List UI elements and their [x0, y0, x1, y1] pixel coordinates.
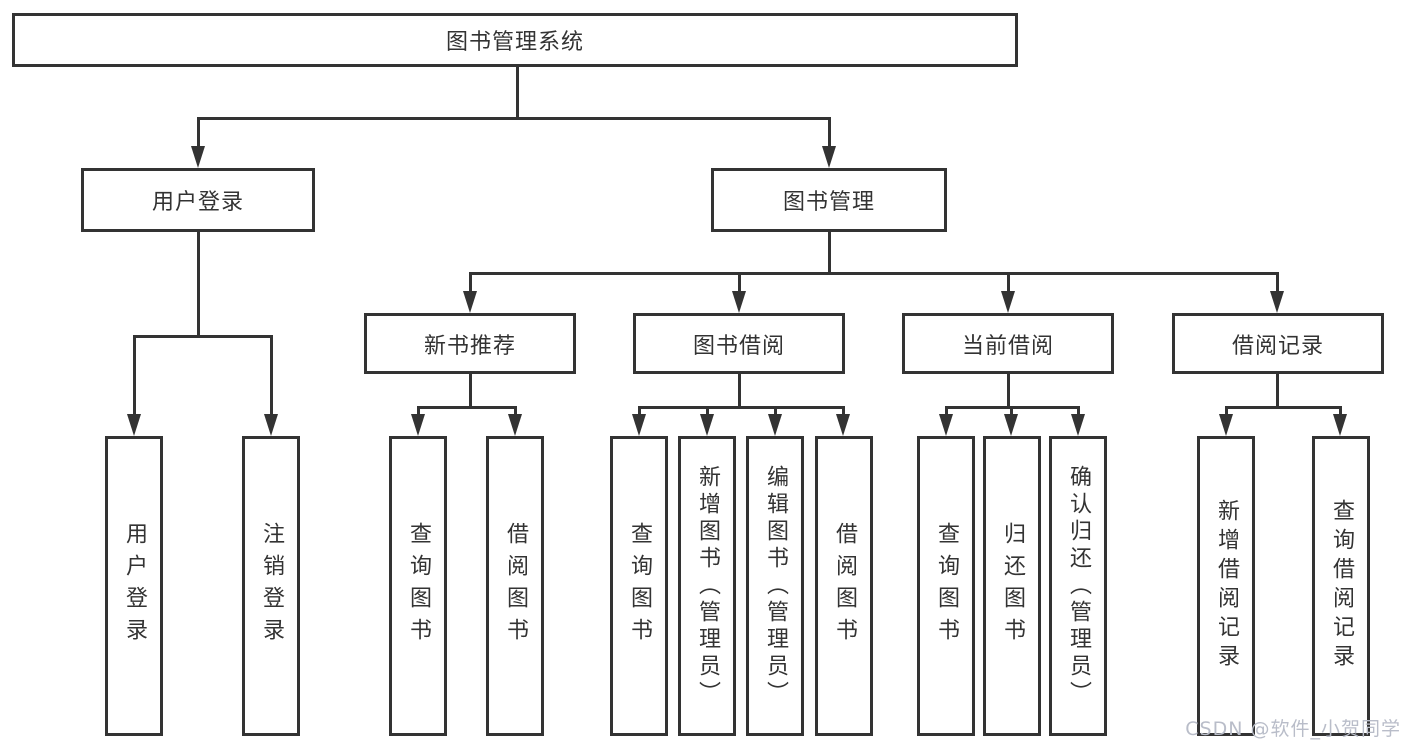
- arrow-down-icon: [1001, 291, 1015, 313]
- connector-stem: [197, 232, 200, 335]
- arrow-down-icon: [768, 414, 782, 436]
- connector-drop: [638, 406, 641, 418]
- connector-bus: [1225, 406, 1342, 409]
- leaf-return-books: 归还图书: [983, 436, 1041, 736]
- node-borrowing-records: 借阅记录: [1172, 313, 1384, 374]
- connector-stem: [738, 374, 741, 409]
- node-new-book-recommend: 新书推荐: [364, 313, 576, 374]
- arrow-down-icon: [836, 414, 850, 436]
- node-label: 用户登录: [151, 190, 244, 215]
- connector-drop: [270, 335, 273, 416]
- connector-drop: [706, 406, 709, 418]
- leaf-add-borrow-record: 新增借阅记录: [1197, 436, 1255, 736]
- arrow-down-icon: [1270, 291, 1284, 313]
- leaf-borrow-books-2: 借阅图书: [815, 436, 873, 736]
- connector-level2-bus: [197, 117, 831, 120]
- connector-drop: [945, 406, 948, 418]
- leaf-label: 查询图书: [627, 522, 652, 650]
- connector-drop: [774, 406, 777, 418]
- leaf-label: 归还图书: [1000, 522, 1025, 650]
- leaf-label: 查询借阅记录: [1329, 499, 1354, 673]
- leaf-label: 编辑图书（管理员）: [763, 464, 788, 708]
- node-label: 当前借阅: [961, 333, 1054, 359]
- connector-drop: [1007, 272, 1010, 294]
- leaf-label: 查询图书: [934, 522, 959, 650]
- leaf-label: 确认归还（管理员）: [1066, 464, 1091, 708]
- leaf-logout: 注销登录: [242, 436, 300, 736]
- node-label: 图书管理系统: [445, 30, 584, 55]
- arrow-down-icon: [632, 414, 646, 436]
- connector-stem: [828, 232, 831, 274]
- node-label: 图书管理: [782, 190, 875, 215]
- leaf-label: 借阅图书: [503, 522, 528, 650]
- leaf-label: 用户登录: [122, 522, 147, 650]
- connector-drop: [514, 406, 517, 418]
- connector-root-stem: [516, 67, 519, 119]
- leaf-borrow-books-1: 借阅图书: [486, 436, 544, 736]
- leaf-query-borrow-record: 查询借阅记录: [1312, 436, 1370, 736]
- node-book-borrowing: 图书借阅: [633, 313, 845, 374]
- node-label: 图书借阅: [692, 333, 785, 359]
- connector-bus: [133, 335, 273, 338]
- leaf-confirm-return-admin: 确认归还（管理员）: [1049, 436, 1107, 736]
- leaf-query-books-1: 查询图书: [389, 436, 447, 736]
- connector-drop: [1077, 406, 1080, 418]
- arrow-down-icon: [1071, 414, 1085, 436]
- arrow-down-icon: [1333, 414, 1347, 436]
- arrow-down-icon: [127, 414, 141, 436]
- arrow-down-icon: [732, 291, 746, 313]
- leaf-label: 新增图书（管理员）: [695, 464, 720, 708]
- connector-drop: [1225, 406, 1228, 418]
- connector-drop: [197, 117, 200, 149]
- connector-stem: [469, 374, 472, 409]
- connector-drop: [469, 272, 472, 294]
- connector-drop: [828, 117, 831, 149]
- connector-stem: [1007, 374, 1010, 409]
- leaf-add-books-admin: 新增图书（管理员）: [678, 436, 736, 736]
- leaf-label: 新增借阅记录: [1214, 499, 1239, 673]
- connector-drop: [842, 406, 845, 418]
- csdn-watermark: CSDN @软件_小贺同学: [1185, 718, 1401, 740]
- leaf-query-books-3: 查询图书: [917, 436, 975, 736]
- arrow-down-icon: [191, 146, 205, 168]
- leaf-edit-books-admin: 编辑图书（管理员）: [746, 436, 804, 736]
- connector-drop: [1276, 272, 1279, 294]
- arrow-down-icon: [939, 414, 953, 436]
- connector-drop: [738, 272, 741, 294]
- connector-drop: [133, 335, 136, 416]
- connector-level3-bus: [469, 272, 1279, 275]
- node-current-borrowing: 当前借阅: [902, 313, 1114, 374]
- node-label: 新书推荐: [423, 333, 516, 359]
- node-library-management-system: 图书管理系统: [12, 13, 1018, 67]
- node-label: 借阅记录: [1231, 333, 1324, 359]
- arrow-down-icon: [1004, 414, 1018, 436]
- node-user-login: 用户登录: [81, 168, 315, 232]
- leaf-label: 注销登录: [259, 522, 284, 650]
- arrow-down-icon: [508, 414, 522, 436]
- connector-stem: [1276, 374, 1279, 409]
- leaf-label: 借阅图书: [832, 522, 857, 650]
- arrow-down-icon: [463, 291, 477, 313]
- arrow-down-icon: [411, 414, 425, 436]
- arrow-down-icon: [700, 414, 714, 436]
- leaf-label: 查询图书: [406, 522, 431, 650]
- arrow-down-icon: [264, 414, 278, 436]
- connector-bus: [417, 406, 517, 409]
- arrow-down-icon: [1219, 414, 1233, 436]
- arrow-down-icon: [822, 146, 836, 168]
- connector-drop: [1010, 406, 1013, 418]
- node-book-management: 图书管理: [711, 168, 947, 232]
- leaf-query-books-2: 查询图书: [610, 436, 668, 736]
- connector-drop: [1339, 406, 1342, 418]
- connector-bus: [638, 406, 845, 409]
- connector-drop: [417, 406, 420, 418]
- leaf-user-login: 用户登录: [105, 436, 163, 736]
